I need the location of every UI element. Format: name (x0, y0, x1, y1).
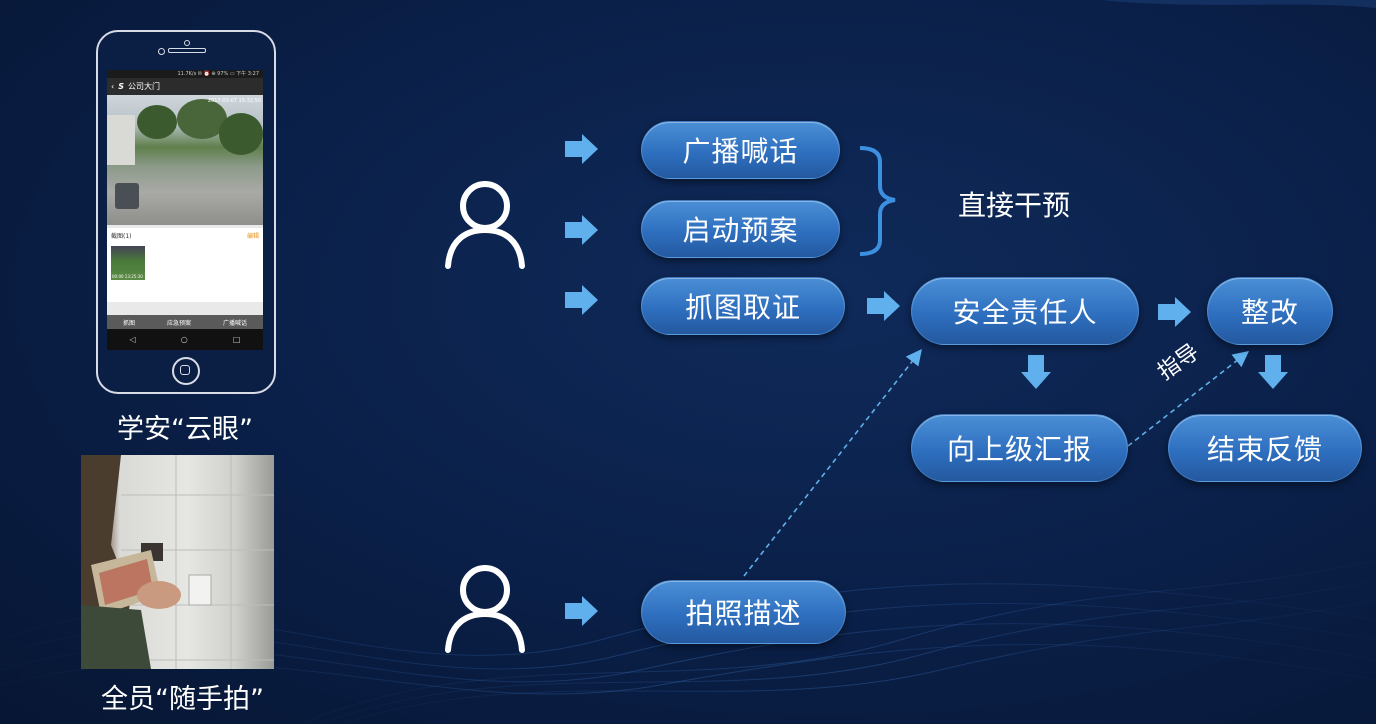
video-building (107, 115, 135, 165)
arrow-right-icon (565, 596, 598, 626)
broadcast-node: 广播喊话 (641, 121, 840, 179)
person-icon (445, 181, 525, 269)
phone-status-bar: 11.7K/s ✉ ⏰ ⊕ 97% ▭ 下午 3:27 (107, 70, 263, 78)
arrow-down-icon (1021, 355, 1051, 389)
arrow-right-icon (867, 291, 900, 321)
phone-caption: 学安“云眼” (117, 414, 253, 445)
arrow-right-icon (1158, 297, 1191, 327)
phone-sensor (184, 40, 190, 46)
end-feedback-node: 结束反馈 (1168, 414, 1362, 482)
nav-recent-icon[interactable]: □ (232, 335, 241, 344)
guidance-label: 指导 (1153, 339, 1204, 386)
phone-app-bar: ‹ S 公司大门 (107, 78, 263, 95)
video-tree (177, 99, 227, 139)
tab-emergency-plan[interactable]: 应急预案 (166, 319, 191, 327)
video-timestamp: 2017-03-07 15:32:50 (207, 98, 261, 104)
safety-officer-node: 安全责任人 (911, 277, 1139, 345)
camera-video-feed: 2017-03-07 15:32:50 (107, 95, 263, 225)
photo-describe-node: 拍照描述 (641, 580, 846, 644)
app-logo-icon: S (118, 82, 124, 91)
tab-capture[interactable]: 抓图 (122, 319, 135, 327)
person-icon (445, 565, 525, 653)
android-nav-bar: ◁ ○ □ (107, 329, 263, 350)
report-up-node: 向上级汇报 (911, 414, 1128, 482)
video-car (115, 183, 139, 209)
arrow-right-icon (565, 215, 598, 245)
hand-photo (81, 455, 274, 669)
video-tree (219, 113, 263, 155)
photo-caption: 全员“随手拍” (101, 684, 264, 715)
rectify-node: 整改 (1207, 277, 1333, 345)
dashed-arrow-photo-to-officer (743, 348, 922, 577)
phone-home-button (172, 357, 200, 385)
screenshot-thumbnail[interactable]: 00:00 13:25:30 (111, 246, 145, 280)
video-tree (137, 105, 177, 139)
edit-link[interactable]: 编辑 (246, 232, 259, 240)
phone-screen: 11.7K/s ✉ ⏰ ⊕ 97% ▭ 下午 3:27 ‹ S 公司大门 201… (107, 70, 263, 350)
screenshots-area: 00:00 13:25:30 (107, 242, 263, 302)
phone-speaker (168, 48, 206, 53)
nav-back-icon[interactable]: ◁ (129, 335, 136, 344)
arrow-down-icon (1258, 355, 1288, 389)
bracket-icon (859, 146, 896, 256)
arrow-right-icon (565, 285, 598, 315)
direct-intervention-label: 直接干预 (958, 189, 1071, 222)
screenshots-header: 截图(1) 编辑 (107, 228, 263, 242)
phone-mockup: 11.7K/s ✉ ⏰ ⊕ 97% ▭ 下午 3:27 ‹ S 公司大门 201… (96, 30, 276, 394)
tab-broadcast[interactable]: 广播喊话 (222, 319, 247, 327)
phone-camera (158, 48, 165, 55)
screenshots-label: 截图(1) (111, 232, 132, 240)
hand-photo-illustration (81, 455, 274, 669)
status-right: 11.7K/s ✉ ⏰ ⊕ 97% ▭ 下午 3:27 (177, 71, 260, 77)
arrow-right-icon (565, 134, 598, 164)
capture-evidence-node: 抓图取证 (641, 277, 845, 335)
app-title: 公司大门 (127, 82, 160, 91)
thumb-time: 00:00 13:25:30 (112, 274, 143, 279)
nav-home-icon[interactable]: ○ (180, 335, 188, 344)
phone-tab-bar: 抓图 应急预案 广播喊话 (107, 315, 263, 329)
back-icon[interactable]: ‹ (111, 82, 115, 91)
start-plan-node: 启动预案 (641, 200, 840, 258)
